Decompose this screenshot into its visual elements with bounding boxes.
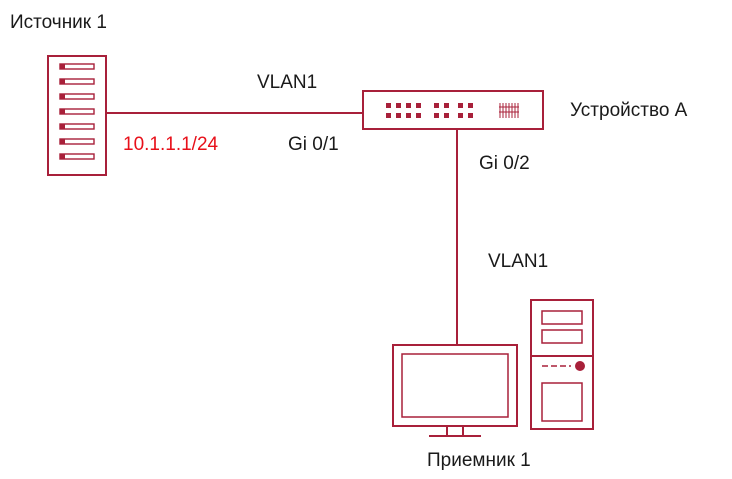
vlan-top-label: VLAN1 — [257, 72, 318, 93]
server-rack-icon — [47, 55, 107, 176]
desktop-pc-icon — [392, 299, 594, 437]
receiver-label: Приемник 1 — [427, 450, 531, 471]
port-gi02-label: Gi 0/2 — [479, 153, 530, 174]
port-gi01-label: Gi 0/1 — [288, 134, 339, 155]
source-ip-label: 10.1.1.1/24 — [123, 134, 219, 155]
device-label: Устройство А — [570, 100, 688, 121]
source-label: Источник 1 — [10, 12, 107, 33]
vlan-right-label: VLAN1 — [488, 251, 549, 272]
network-switch-icon — [362, 90, 544, 130]
